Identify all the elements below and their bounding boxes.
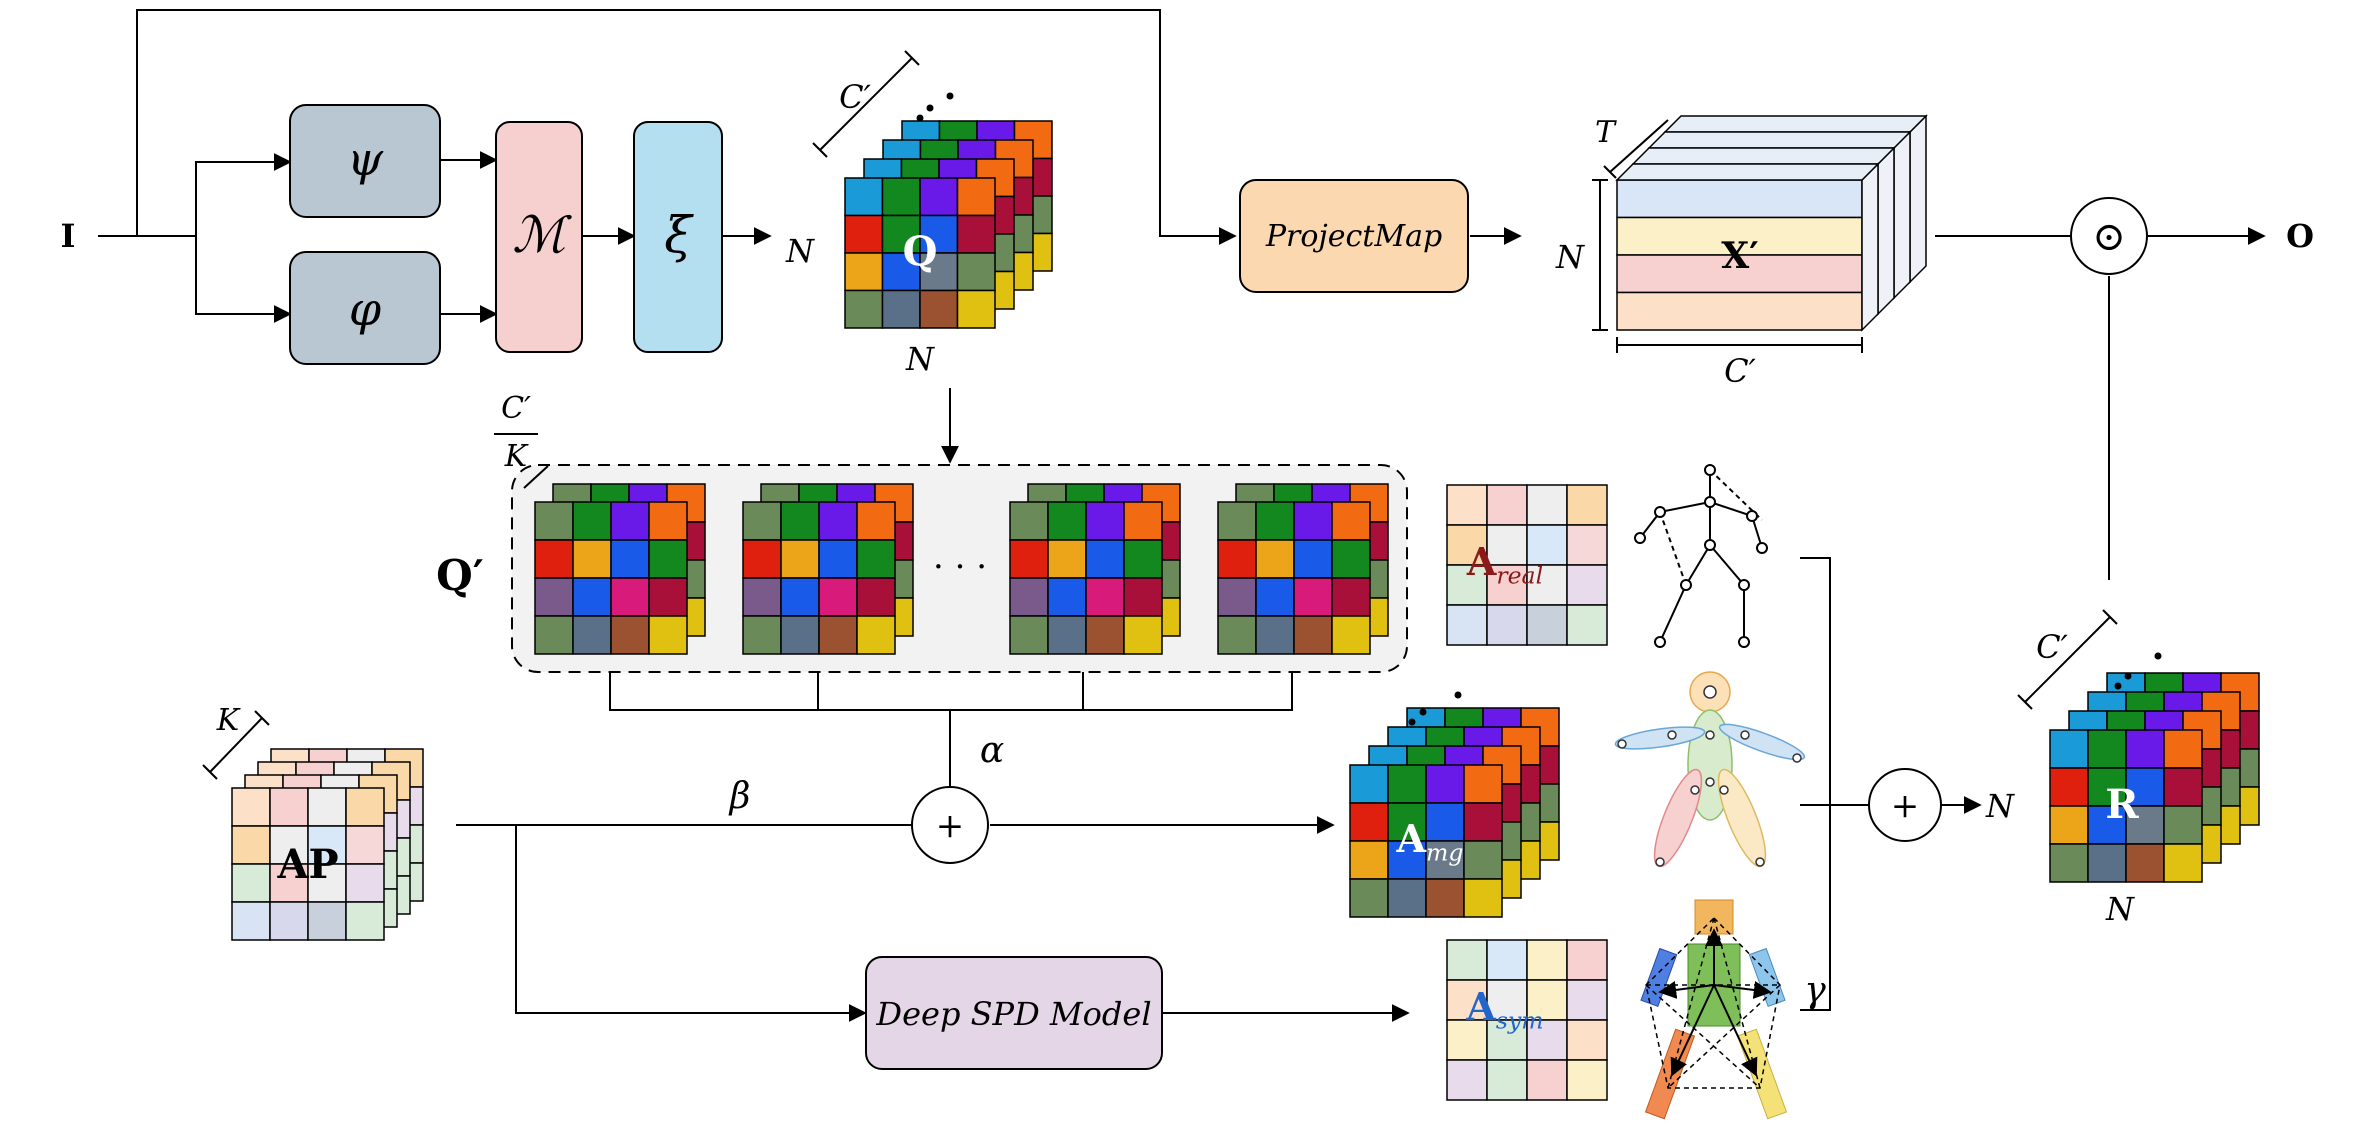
text-labels: I O ψ φ ℳ ξ ProjectMap Deep SPD Model N … (61, 78, 2314, 1033)
xi-label: ξ (664, 206, 694, 264)
q-stack-dot-1 (926, 104, 934, 112)
a-mg-stack-dot-1 (1419, 708, 1427, 716)
xi-box (633, 121, 723, 353)
a-mg-label-sub: mg (1426, 838, 1463, 866)
r-c-dim-line (2024, 616, 2111, 703)
q-label: Q (903, 228, 938, 275)
q-prime-dim-line (523, 465, 549, 489)
projectmap-label: ProjectMap (1265, 219, 1442, 254)
plus-node-alpha-circle (911, 786, 989, 864)
plus-node-gamma-circle (1868, 768, 1942, 842)
dots-label: · · · (933, 547, 987, 587)
a-real-grid (1446, 484, 1608, 646)
a-mg-stack-dot-2 (1454, 691, 1462, 699)
x-prime-label: X′ (1721, 235, 1758, 277)
r-label: R (2105, 781, 2139, 828)
beta-label: β (728, 776, 751, 817)
q-prime-grid-3-front (1009, 501, 1163, 655)
a-real-label-sub: real (1496, 561, 1543, 589)
x-prime-slab-0 (1615, 162, 1880, 332)
k-label: K (216, 703, 241, 738)
a-sym-label-sub: sym (1496, 1006, 1544, 1034)
connection-lines (98, 9, 2266, 1022)
projectmap-box (1239, 179, 1469, 293)
psi-label: ψ (347, 132, 384, 186)
ap-label: AP (276, 841, 338, 888)
input-label: I (61, 217, 76, 255)
q-prime-grid-2-front (742, 501, 896, 655)
odot-label: ⊙ (2092, 214, 2126, 260)
q-stack-dot-0 (916, 114, 924, 122)
phi-label: φ (349, 282, 382, 336)
q-c-dim-tick-a (812, 142, 828, 158)
ap-k-dim-tick-a (202, 764, 218, 780)
r-n-bottom-label: N (2105, 890, 2135, 928)
r-stack-front (2049, 729, 2203, 883)
x-t-label: T (1595, 115, 1617, 150)
q-c-dim-tick-b (904, 50, 920, 66)
skeleton-sym-icon (1640, 899, 1788, 1120)
ap-stack-front (231, 787, 385, 941)
op-circles (911, 197, 2148, 864)
x-n-label: N (1555, 238, 1585, 276)
deep-spd-box (865, 956, 1163, 1070)
m-box (495, 121, 583, 353)
odot-node-circle (2070, 197, 2148, 275)
skeleton-mg-icon (1614, 671, 1806, 868)
frac-num-label: C′ (501, 391, 531, 426)
plus-alpha-label: + (936, 806, 965, 846)
deep-spd-label: Deep SPD Model (875, 995, 1151, 1033)
r-c-dim-tick-b (2102, 609, 2118, 625)
r-stack-dot-2 (2154, 652, 2162, 660)
x-c-label: C′ (1724, 352, 1756, 390)
q-stack-front (844, 177, 996, 329)
r-c-label: C′ (2036, 628, 2068, 666)
op-boxes (289, 104, 1469, 1070)
x-prime-dimension-marks (1592, 119, 1863, 353)
gamma-label: γ (1804, 970, 1826, 1011)
skeleton-real-icon (1634, 464, 1768, 648)
r-stack-dot-0 (2114, 682, 2122, 690)
q-prime-grid-1-front (534, 501, 688, 655)
ap-k-dim-line (209, 717, 263, 773)
ap-k-dim-tick-b (254, 710, 270, 726)
plus-gamma-label: + (1891, 786, 1920, 826)
a-mg-stack-dot-0 (1408, 718, 1416, 726)
frac-den-label: K (504, 439, 529, 474)
r-c-dim-tick-a (2017, 694, 2033, 710)
q-n-left-label: N (785, 232, 815, 270)
q-c-label: C′ (839, 78, 871, 116)
m-label: ℳ (512, 206, 572, 264)
q-prime-grid-4-front (1217, 501, 1371, 655)
q-c-dim-line (819, 57, 913, 151)
q-stack-dot-2 (946, 92, 954, 100)
q-prime-label: Q′ (436, 551, 484, 600)
psi-box (289, 104, 441, 218)
a-sym-grid (1446, 939, 1608, 1101)
alpha-label: α (980, 730, 1004, 771)
r-stack-dot-1 (2124, 672, 2132, 680)
q-prime-panel (511, 464, 1408, 673)
q-n-bottom-label: N (905, 340, 935, 378)
r-n-right-label: N (1985, 787, 2015, 825)
output-label: O (2286, 217, 2314, 255)
a-mg-stack-front (1349, 764, 1503, 918)
phi-box (289, 251, 441, 365)
